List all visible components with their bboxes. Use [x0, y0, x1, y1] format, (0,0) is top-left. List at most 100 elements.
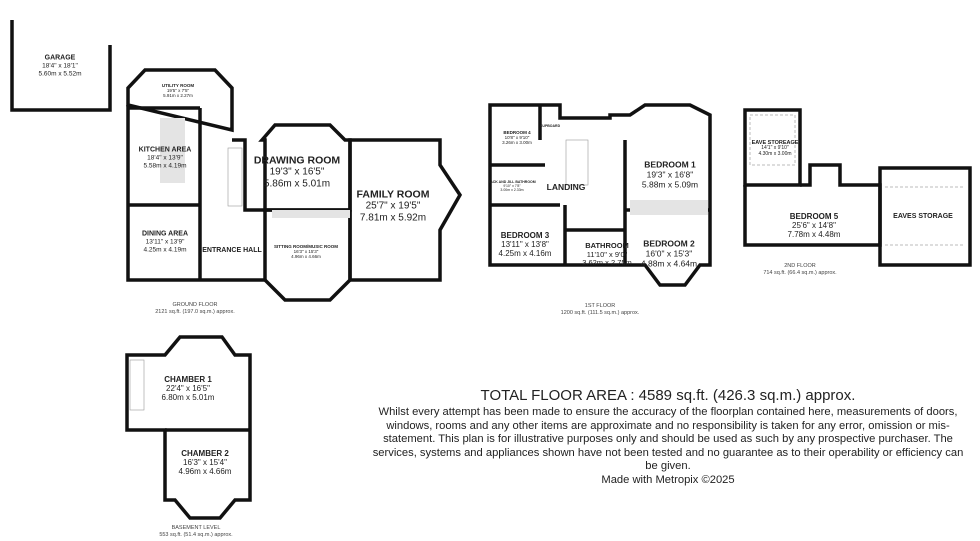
room-metric: 7.81m x 5.92m	[359, 212, 427, 224]
room-name: BEDROOM 2	[643, 238, 695, 249]
room-name: BEDROOM 1	[644, 159, 696, 170]
room-name: UTILITY ROOM	[161, 83, 195, 89]
room-entrance-hall: ENTRANCE HALL	[202, 247, 262, 255]
room-name: LANDING	[546, 182, 586, 193]
room-bedroom-3: BEDROOM 3 13'11" x 13'8" 4.25m x 4.16m	[499, 231, 552, 259]
room-utility: UTILITY ROOM 19'5" x 7'5" 5.91m x 2.27m	[162, 83, 194, 99]
caption-area: 1200 sq.ft. (111.5 sq.m.) approx.	[560, 309, 640, 316]
room-metric: 5.88m x 5.09m	[641, 178, 699, 189]
caption-title: BASEMENT LEVEL	[171, 525, 221, 531]
room-imperial: 19'5" x 7'5"	[166, 88, 190, 94]
room-bedroom-2: BEDROOM 2 16'0" x 15'3" 4.88m x 4.64m	[641, 239, 697, 268]
basement-caption: BASEMENT LEVEL 553 sq.ft. (51.4 sq.m.) a…	[159, 525, 232, 538]
room-jack-and-jill-bathroom: JACK AND JILL BATHROOM 9'10" x 7'8" 3.00…	[488, 180, 535, 192]
room-name: CHAMBER 1	[164, 375, 212, 385]
room-imperial: 25'6" x 14'8"	[792, 221, 836, 231]
room-imperial: 9'10" x 7'8"	[503, 183, 521, 188]
room-imperial: 18'4" x 18'1"	[42, 62, 78, 70]
room-name: EAVE STOREAGE	[751, 140, 799, 147]
room-name: ENTRANCE HALL	[202, 246, 262, 254]
room-metric: 5.58m x 4.19m	[143, 162, 187, 170]
room-imperial: 14'1" x 9'10"	[761, 145, 789, 152]
basement-walls	[125, 335, 252, 520]
room-imperial: 19'3" x 16'5"	[269, 166, 325, 178]
disclaimer-text: Whilst every attempt has been made to en…	[372, 406, 964, 473]
room-imperial: 16'3" x 15'3"	[293, 249, 319, 255]
room-kitchen: KITCHEN AREA 18'4" x 13'9" 5.58m x 4.19m	[139, 147, 192, 170]
room-imperial: 19'3" x 16'8"	[646, 169, 694, 180]
disclaimer-block: Whilst every attempt has been made to en…	[368, 406, 968, 488]
ground-floor-utility-walls	[126, 68, 234, 133]
room-name: BEDROOM 4	[503, 130, 531, 136]
room-sitting-music: SITTING ROOM/MUSIC ROOM 16'3" x 15'3" 4.…	[274, 244, 338, 260]
room-metric: 4.30m x 3.00m	[758, 151, 792, 158]
room-eave-storeage: EAVE STOREAGE 14'1" x 9'10" 4.30m x 3.00…	[752, 140, 799, 158]
room-name: KITCHEN AREA	[138, 146, 192, 154]
room-name: BATHROOM	[585, 241, 629, 251]
total-floor-area: TOTAL FLOOR AREA : 4589 sq.ft. (426.3 sq…	[480, 387, 856, 404]
caption-title: GROUND FLOOR	[172, 302, 218, 308]
room-name: BEDROOM 3	[500, 231, 550, 241]
room-dining: DINING AREA 13'11" x 13'9" 4.25m x 4.19m	[142, 231, 188, 254]
basement-stairs	[129, 359, 145, 411]
room-imperial: 16'0" x 15'3"	[645, 248, 693, 259]
room-metric: 3.26m x 3.00m	[502, 140, 532, 146]
room-name: CHAMBER 2	[181, 449, 229, 459]
ground-floor-walls	[126, 105, 267, 282]
room-metric: 3.62m x 2.75m	[582, 258, 632, 268]
caption-area: 2121 sq.ft. (197.0 sq.m.) approx.	[155, 308, 235, 315]
credit-text: Made with Metropix ©2025	[601, 473, 735, 486]
room-family: FAMILY ROOM 25'7" x 19'5" 7.81m x 5.92m	[357, 188, 430, 223]
garage-walls	[10, 20, 112, 112]
bedroom-5-walls	[743, 163, 882, 247]
room-metric: 5.60m x 5.52m	[38, 70, 82, 78]
room-imperial: 13'11" x 13'9"	[145, 238, 185, 246]
room-imperial: 16'3" x 15'4"	[183, 458, 227, 468]
room-bedroom-1: BEDROOM 1 19'3" x 16'8" 5.88m x 5.09m	[642, 160, 698, 189]
room-metric: 5.91m x 2.27m	[163, 93, 193, 99]
room-imperial: 13'11" x 13'8"	[501, 240, 549, 250]
room-imperial: 22'4" x 16'5"	[166, 384, 210, 394]
room-bedroom-5: BEDROOM 5 25'6" x 14'8" 7.78m x 4.48m	[788, 212, 841, 240]
caption-area: 714 sq.ft. (66.4 sq.m.) approx.	[763, 269, 837, 276]
room-metric: 4.25m x 4.19m	[143, 246, 187, 254]
room-metric: 4.25m x 4.16m	[498, 249, 552, 259]
room-imperial: 11'10" x 9'0"	[586, 249, 628, 259]
room-name: GARAGE	[44, 54, 76, 62]
room-name: EAVES STORAGE	[893, 212, 953, 220]
room-bathroom: BATHROOM 11'10" x 9'0" 3.62m x 2.75m	[582, 241, 632, 268]
caption-title: 2ND FLOOR	[784, 263, 816, 269]
room-metric: 3.00m x 2.33m	[500, 188, 524, 193]
room-eaves-storage: EAVES STORAGE	[893, 213, 953, 221]
room-metric: 4.96m x 4.66m	[291, 254, 321, 260]
room-metric: 5.86m x 5.01m	[263, 178, 331, 190]
caption-area: 553 sq.ft. (51.4 sq.m.) approx.	[159, 531, 233, 538]
room-imperial: 18'4" x 13'9"	[147, 154, 183, 162]
room-cupboard: CUPBOARD	[540, 124, 560, 128]
caption-title: 1ST FLOOR	[584, 303, 616, 309]
second-floor-caption: 2ND FLOOR 714 sq.ft. (66.4 sq.m.) approx…	[763, 263, 836, 276]
room-metric: 7.78m x 4.48m	[787, 230, 841, 240]
room-name: FAMILY ROOM	[356, 188, 430, 201]
room-name: SITTING ROOM/MUSIC ROOM	[274, 244, 338, 250]
room-chamber-2: CHAMBER 2 16'3" x 15'4" 4.96m x 4.66m	[179, 449, 232, 477]
room-name: DRAWING ROOM	[253, 154, 341, 167]
room-imperial: 25'7" x 19'5"	[365, 200, 421, 212]
room-name: JACK AND JILL BATHROOM	[488, 179, 536, 184]
first-floor-caption: 1ST FLOOR 1200 sq.ft. (111.5 sq.m.) appr…	[561, 303, 640, 316]
room-metric: 4.88m x 4.64m	[640, 257, 698, 268]
room-name: DINING AREA	[141, 230, 189, 238]
room-name: BEDROOM 5	[789, 212, 839, 222]
room-metric: 4.96m x 4.66m	[178, 467, 232, 477]
room-bedroom-4: BEDROOM 4 10'8" x 9'10" 3.26m x 3.00m	[502, 130, 532, 146]
ground-floor-caption: GROUND FLOOR 2121 sq.ft. (197.0 sq.m.) a…	[155, 302, 235, 315]
room-chamber-1: CHAMBER 1 22'4" x 16'5" 6.80m x 5.01m	[162, 375, 215, 403]
ground-floor-stairs	[227, 147, 243, 207]
room-name: CUPBOARD	[539, 123, 561, 128]
room-drawing: DRAWING ROOM 19'3" x 16'5" 5.86m x 5.01m	[254, 154, 340, 189]
eaves-storage-walls	[878, 166, 972, 267]
room-imperial: 10'8" x 9'10"	[504, 135, 530, 141]
room-metric: 6.80m x 5.01m	[161, 393, 215, 403]
family-room-walls	[348, 138, 463, 282]
